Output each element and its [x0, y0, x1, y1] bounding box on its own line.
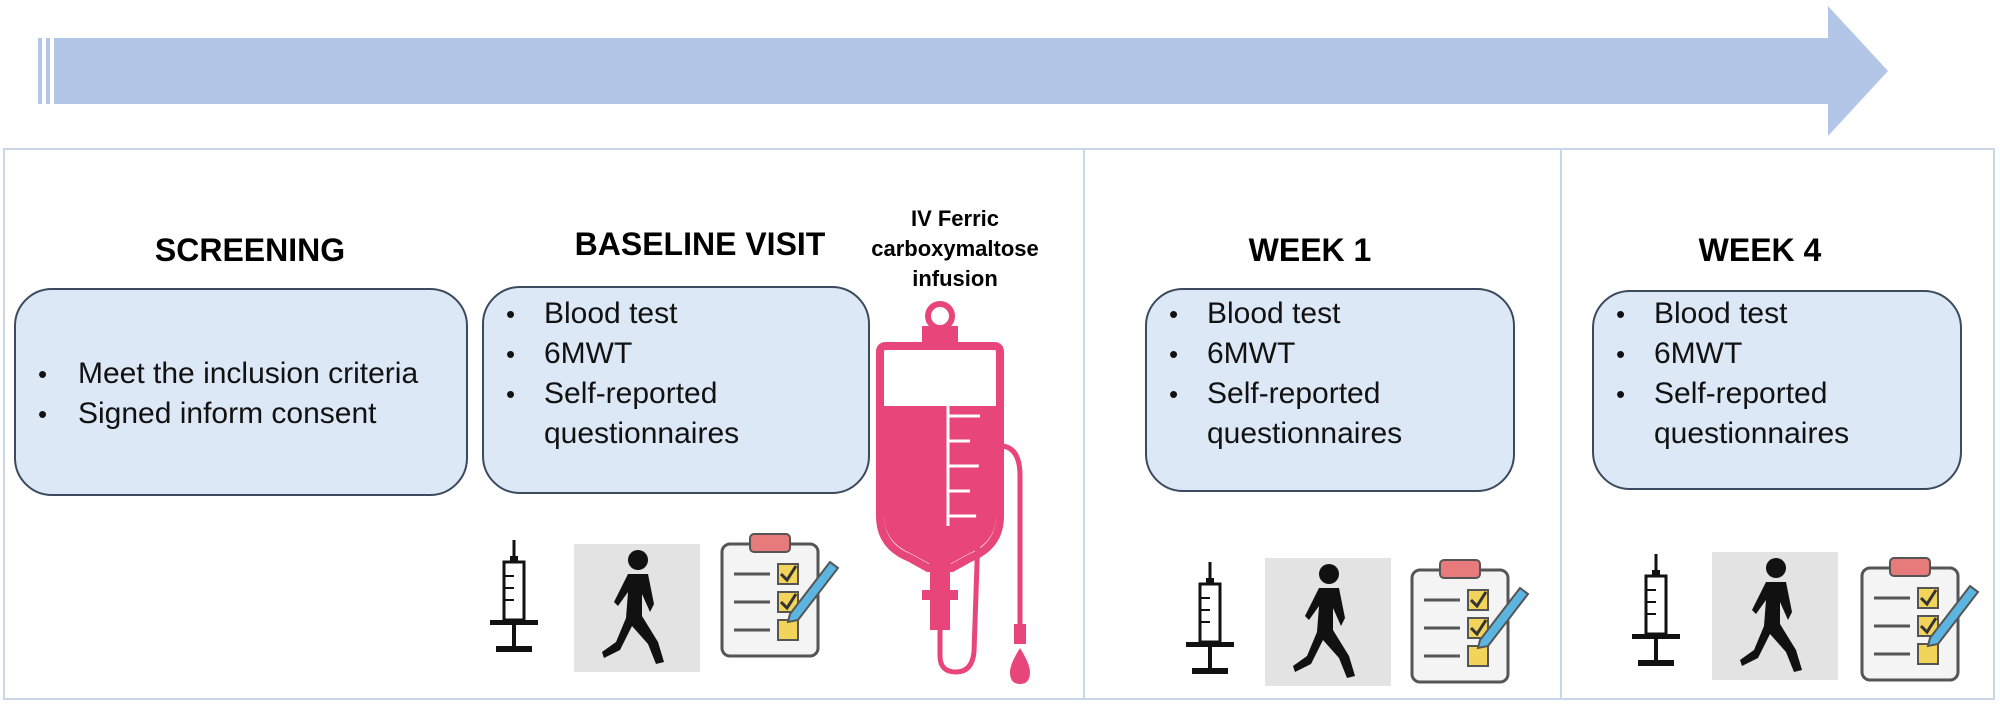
syringe-icon — [490, 540, 538, 652]
list-item: Self-reported questionnaires — [1594, 374, 1894, 454]
divider-week1 — [1083, 148, 1085, 700]
screening-title: SCREENING — [154, 232, 346, 268]
checklist-icon — [720, 533, 840, 658]
list-item: Self-reported questionnaires — [1147, 374, 1447, 454]
week4-box: Blood test 6MWT Self-reported questionna… — [1592, 290, 1962, 490]
list-item: Blood test — [1147, 294, 1513, 334]
syringe-icon — [1186, 562, 1234, 674]
iv-bag-icon — [876, 301, 1030, 684]
iv-infusion-label: IV Ferric carboxymaltose infusion — [870, 204, 1040, 294]
list-item: 6MWT — [484, 334, 868, 374]
syringe-icon — [1632, 554, 1680, 666]
checklist-icon — [1410, 559, 1530, 684]
week1-box: Blood test 6MWT Self-reported questionna… — [1145, 288, 1515, 492]
iv-label-line: carboxymaltose — [871, 236, 1039, 261]
list-item: Blood test — [484, 294, 868, 334]
baseline-box: Blood test 6MWT Self-reported questionna… — [482, 286, 870, 494]
walking-person-icon — [574, 544, 700, 672]
list-item: Self-reported questionnaires — [484, 374, 784, 454]
list-item: 6MWT — [1147, 334, 1513, 374]
iv-label-line: infusion — [912, 266, 998, 291]
timeline-frame — [3, 148, 1995, 700]
iv-label-line: IV Ferric — [910, 206, 1000, 231]
baseline-visit-title: BASELINE VISIT — [574, 226, 826, 262]
week1-title: WEEK 1 — [1248, 232, 1372, 268]
list-item: Meet the inclusion criteria — [16, 354, 466, 394]
checklist-icon — [1860, 557, 1980, 682]
list-item: 6MWT — [1594, 334, 1960, 374]
screening-box: Meet the inclusion criteria Signed infor… — [14, 288, 468, 496]
week4-title: WEEK 4 — [1698, 232, 1822, 268]
list-item: Blood test — [1594, 294, 1960, 334]
walking-person-icon — [1712, 552, 1838, 680]
divider-week4 — [1560, 148, 1562, 700]
timeline-arrow — [38, 6, 1888, 136]
list-item: Signed inform consent — [16, 394, 466, 434]
walking-person-icon — [1265, 558, 1391, 686]
